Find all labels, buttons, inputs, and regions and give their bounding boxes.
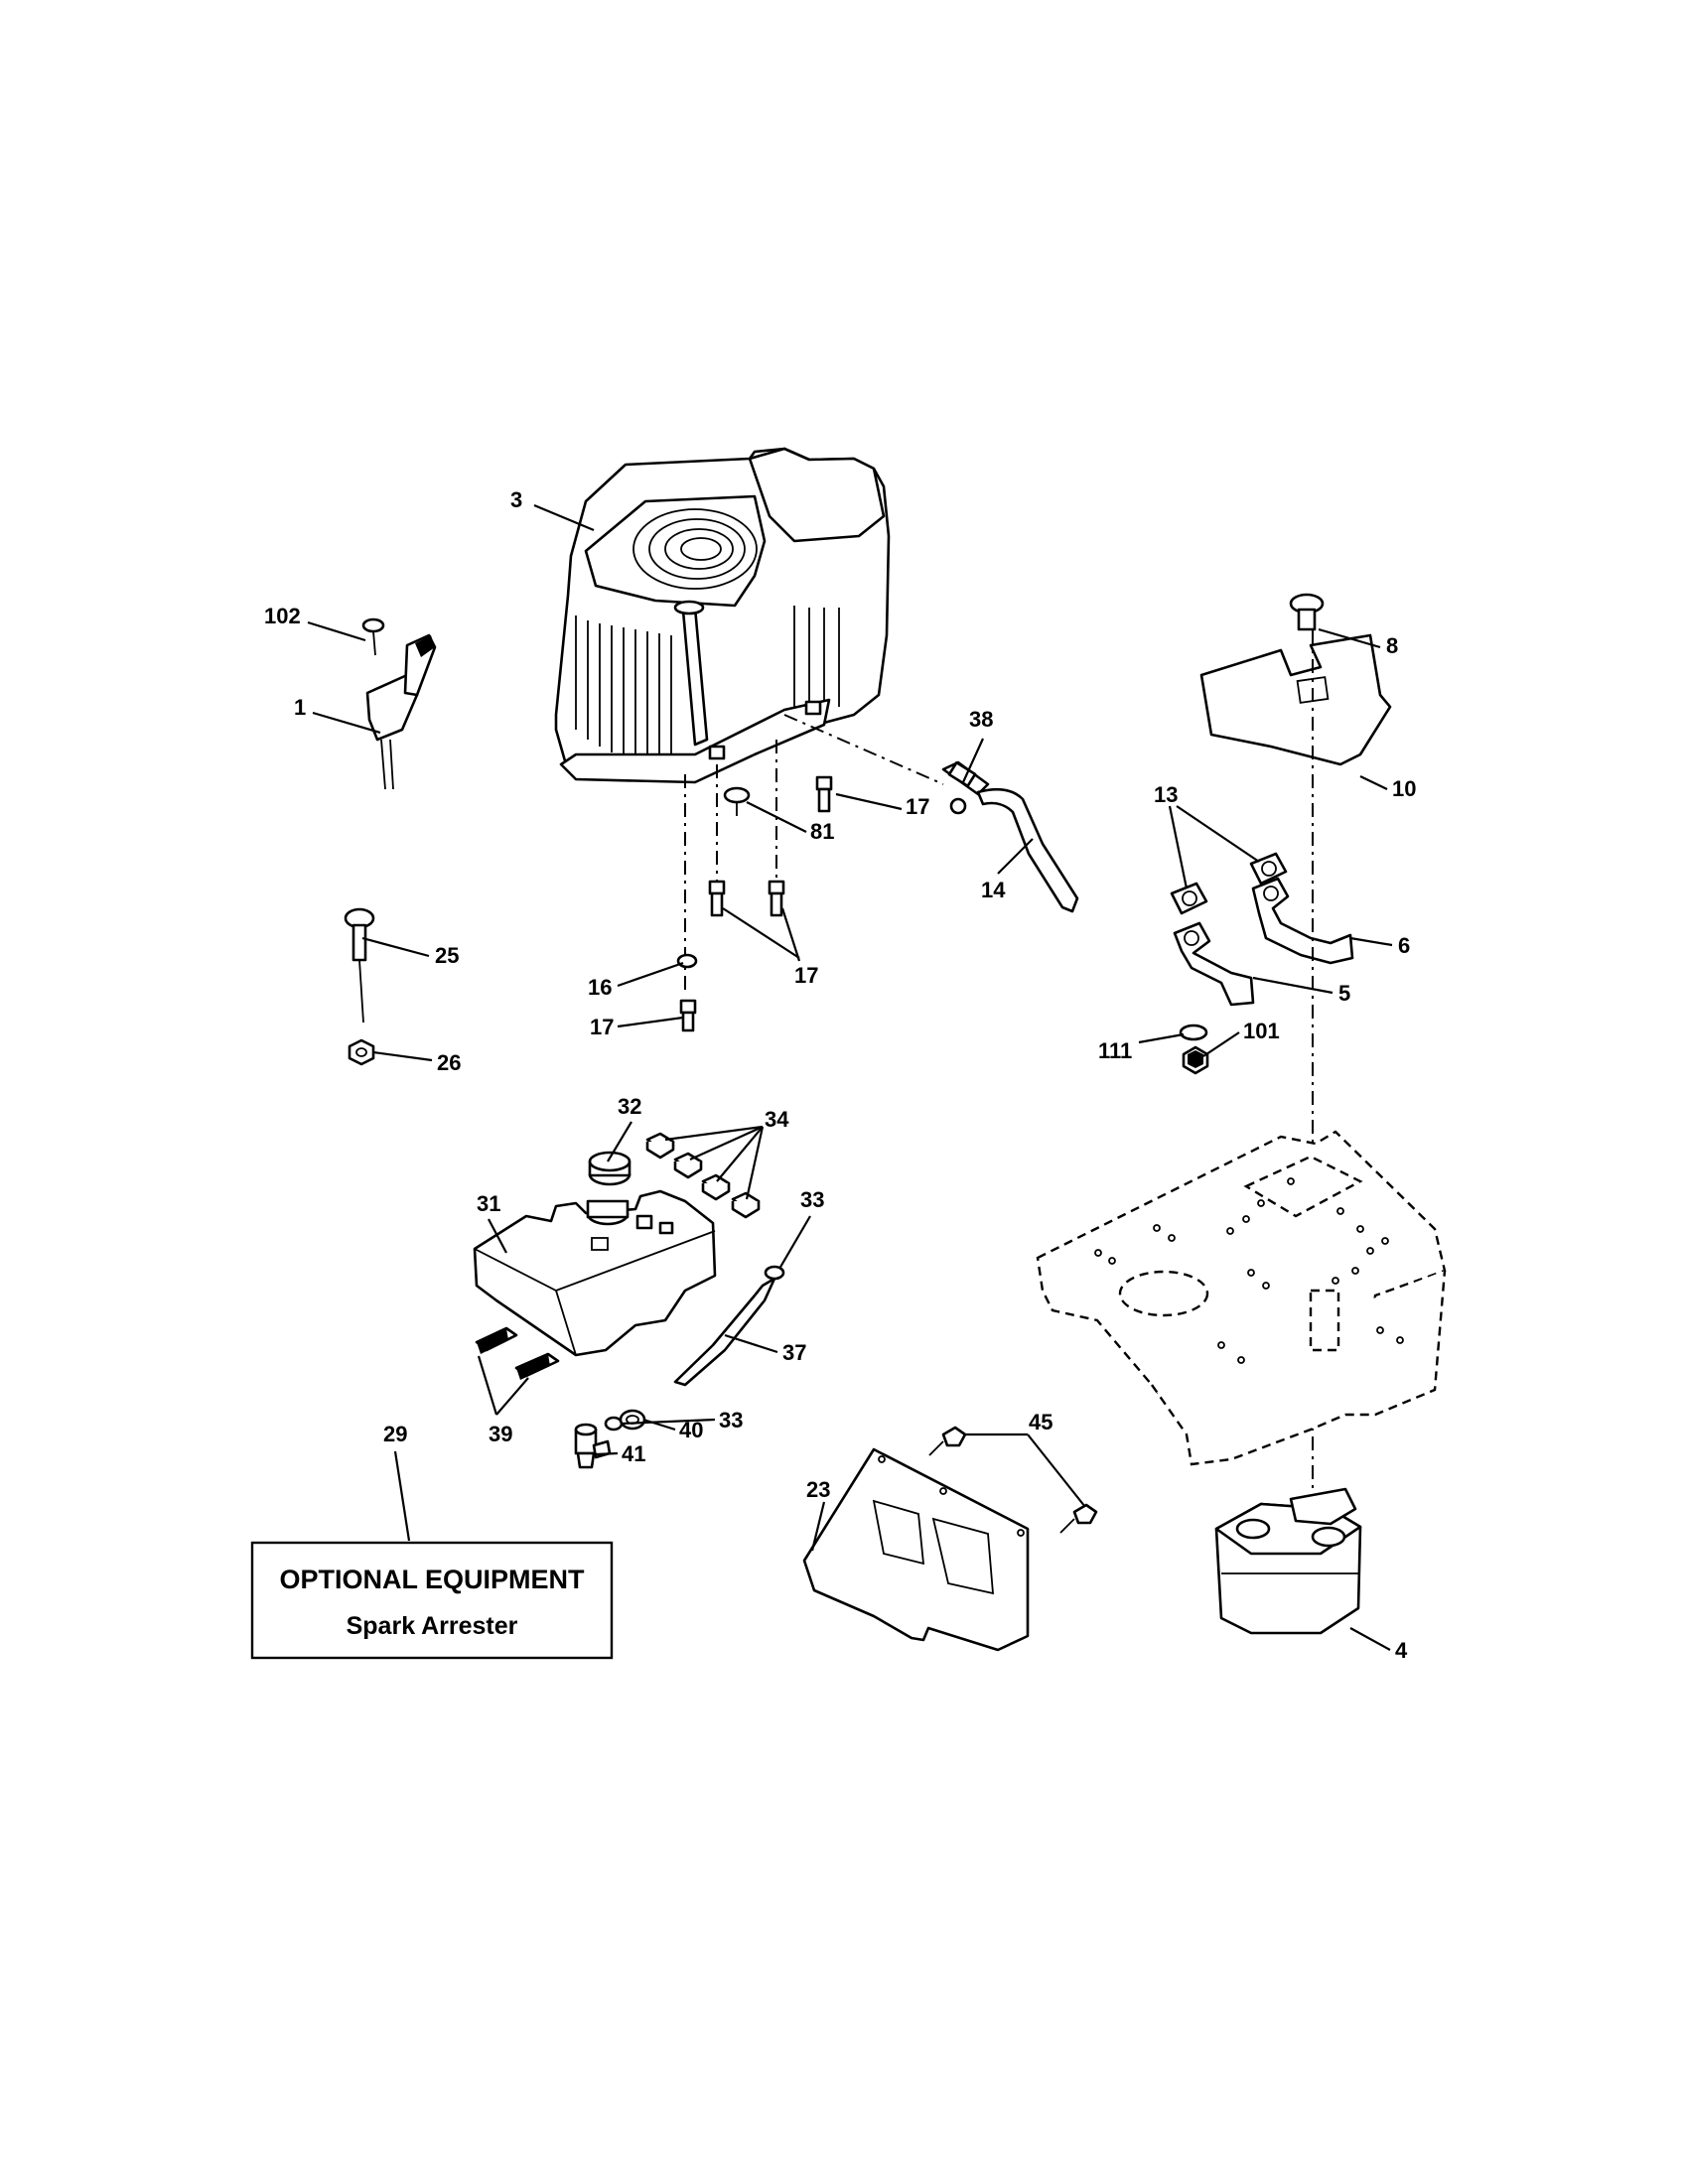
callout-17-b: 17 <box>794 963 818 988</box>
nut-part-26 <box>348 1038 375 1066</box>
washer-part-16 <box>676 953 698 969</box>
exhaust-pipe-part-6 <box>1251 877 1354 965</box>
muffler-part-4 <box>1214 1487 1362 1635</box>
engine-part-3 <box>554 447 891 784</box>
bolt-part-17-mid <box>768 880 785 917</box>
callout-labels: 3 102 1 8 38 10 17 81 13 14 6 17 25 16 5… <box>264 487 1416 1663</box>
callout-4: 4 <box>1395 1638 1408 1663</box>
callout-38: 38 <box>969 707 993 732</box>
callout-17-a: 17 <box>906 794 929 819</box>
fuel-cap-part-32 <box>588 1151 632 1186</box>
callout-31: 31 <box>477 1191 500 1216</box>
callout-40: 40 <box>679 1418 703 1442</box>
callout-10: 10 <box>1392 776 1416 801</box>
shield-plate-part-23 <box>802 1447 1030 1652</box>
callout-29: 29 <box>383 1422 407 1446</box>
callout-33-a: 33 <box>800 1187 824 1212</box>
fuel-hose-part-14 <box>976 787 1079 913</box>
callout-37: 37 <box>782 1340 806 1365</box>
callout-111: 111 <box>1098 1038 1132 1063</box>
callout-23: 23 <box>806 1477 830 1502</box>
choke-knob-part-25 <box>344 907 375 1024</box>
pads-part-39 <box>475 1326 560 1380</box>
callout-39: 39 <box>489 1422 512 1446</box>
callout-25: 25 <box>435 943 459 968</box>
callout-5: 5 <box>1338 981 1350 1006</box>
callout-33-b: 33 <box>719 1408 743 1433</box>
bolt-part-17-right <box>815 775 833 813</box>
callout-41: 41 <box>622 1441 645 1466</box>
callout-8: 8 <box>1386 633 1398 658</box>
leader-lines <box>307 503 1393 1651</box>
nut-part-81 <box>723 786 751 816</box>
callout-34: 34 <box>765 1107 789 1132</box>
throttle-control-part-1 <box>365 633 437 790</box>
fuel-filter-part-38 <box>941 760 990 815</box>
optional-equipment-box: OPTIONAL EQUIPMENT Spark Arrester <box>250 1541 614 1660</box>
bolt-part-45-top <box>928 1426 967 1456</box>
callout-17-c: 17 <box>590 1015 614 1039</box>
clamp-part-33-bottom <box>604 1416 624 1432</box>
exhaust-pipe-part-5 <box>1173 921 1255 1007</box>
fuel-tank-part-31 <box>473 1189 717 1357</box>
optional-equipment-subtitle: Spark Arrester <box>347 1612 518 1640</box>
gasket-part-13-mid <box>1170 882 1208 915</box>
fuel-line-part-37 <box>673 1277 776 1387</box>
nut-part-101 <box>1182 1045 1209 1075</box>
bushing-part-40 <box>619 1409 646 1431</box>
bolt-part-17-left <box>708 880 726 917</box>
bolt-part-17-bottom <box>679 999 697 1032</box>
clamp-part-33-top <box>764 1265 785 1281</box>
bolt-part-45-bottom <box>1059 1503 1098 1534</box>
callout-26: 26 <box>437 1050 461 1075</box>
callout-102: 102 <box>264 604 301 628</box>
optional-equipment-title: OPTIONAL EQUIPMENT <box>279 1565 585 1594</box>
callout-3: 3 <box>510 487 522 512</box>
bolt-part-8 <box>1289 593 1325 631</box>
callout-1: 1 <box>294 695 306 720</box>
screw-part-102 <box>361 617 385 656</box>
callout-81: 81 <box>810 819 834 844</box>
gasket-part-13-top <box>1249 852 1288 886</box>
heat-shield-part-10 <box>1199 633 1392 766</box>
callout-13: 13 <box>1154 782 1178 807</box>
callout-16: 16 <box>588 975 612 1000</box>
callout-101: 101 <box>1243 1019 1280 1043</box>
frame-chassis <box>1036 1130 1447 1466</box>
callout-14: 14 <box>981 878 1006 902</box>
callout-32: 32 <box>618 1094 641 1119</box>
shutoff-valve-part-41 <box>574 1423 612 1469</box>
callout-45: 45 <box>1029 1410 1052 1434</box>
lock-washer-part-111 <box>1179 1024 1208 1041</box>
callout-6: 6 <box>1398 933 1410 958</box>
